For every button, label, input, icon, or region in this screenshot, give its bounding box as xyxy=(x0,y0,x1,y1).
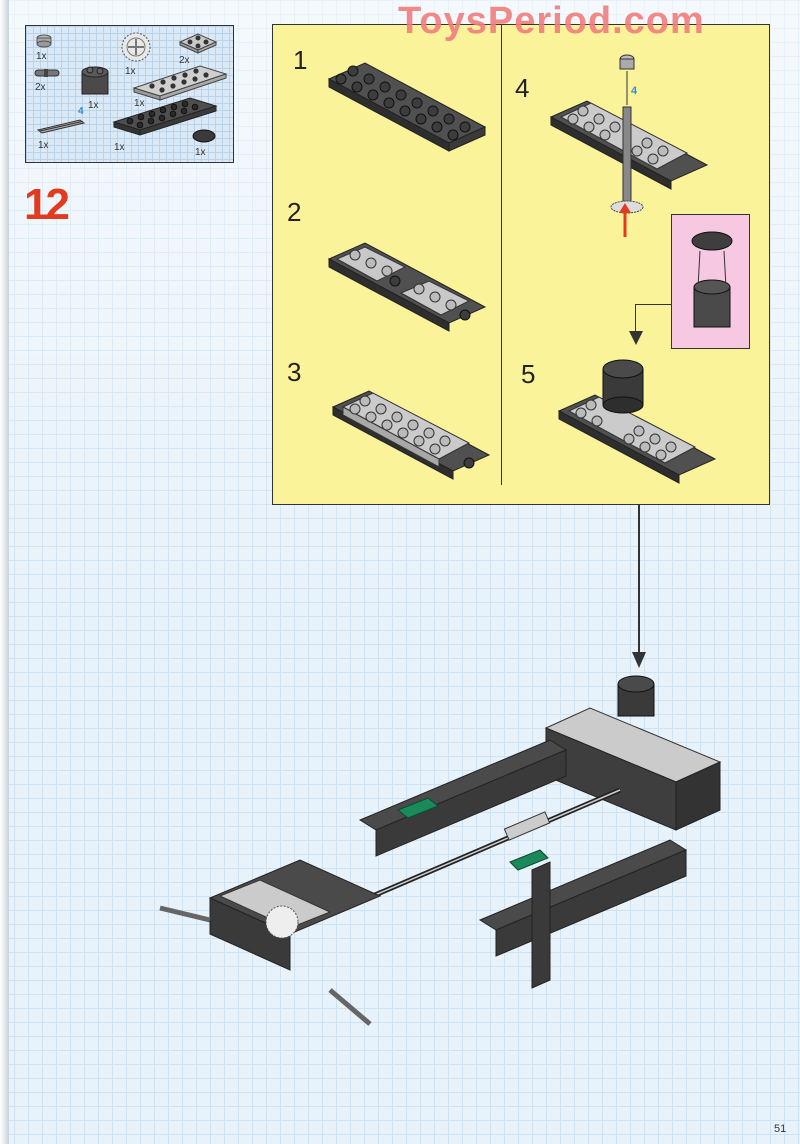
axle-length-label: 4 xyxy=(631,85,638,97)
substep-5-number: 5 xyxy=(521,359,536,389)
subassembly-panel: 1 2 3 4 4 5 xyxy=(272,24,770,505)
plate-2x6-light-icon xyxy=(132,65,228,101)
qty-peg: 2x xyxy=(35,82,46,93)
push-up-arrow-icon xyxy=(619,203,631,237)
plate-2x2-icon xyxy=(178,33,218,54)
chassis-model-illustration xyxy=(159,675,722,1026)
step-number: 12 xyxy=(24,180,70,229)
gear-icon xyxy=(121,32,151,62)
callout-connector-vertical xyxy=(635,304,636,334)
round-cap-icon xyxy=(192,129,216,143)
substep-4-assembly-icon xyxy=(549,54,709,214)
qty-plate-2x2: 2x xyxy=(179,55,190,66)
plate-2x8-dark-icon xyxy=(327,62,487,152)
callout-inset xyxy=(671,214,750,349)
page-number: 51 xyxy=(774,1123,787,1135)
watermark: ToysPeriod.com xyxy=(398,0,705,42)
substep-2-number: 2 xyxy=(287,197,302,227)
round-brick-icon xyxy=(81,66,109,95)
qty-plate-2x6: 1x xyxy=(134,98,145,109)
qty-gear: 1x xyxy=(125,66,136,77)
qty-round-cap: 1x xyxy=(195,147,206,158)
qty-bush: 1x xyxy=(36,51,47,62)
substep-2-assembly-icon xyxy=(327,242,487,332)
substep-4-number: 4 xyxy=(515,73,530,103)
qty-axle: 1x xyxy=(38,140,49,151)
qty-plate-2x8: 1x xyxy=(114,142,125,153)
round-brick-cap-icon xyxy=(691,231,733,328)
connector-peg-icon xyxy=(34,69,60,77)
assembly-arrow xyxy=(638,505,640,657)
plate-2x8-dark-icon xyxy=(112,97,218,136)
substep-3-assembly-icon xyxy=(331,390,491,480)
page-spine xyxy=(0,0,9,1144)
axle-icon xyxy=(36,119,86,134)
substep-3-number: 3 xyxy=(287,357,302,387)
panel-divider xyxy=(501,25,502,485)
down-arrow-icon xyxy=(629,331,643,345)
qty-round-brick: 1x xyxy=(88,100,99,111)
axle-length-label: 4 xyxy=(78,106,84,117)
substep-1-number: 1 xyxy=(293,45,308,75)
substep-5-assembly-icon xyxy=(557,359,717,484)
parts-list: 1x 2x 1x 1x 2x 1x 4 1x 1x 1x xyxy=(25,25,234,163)
bush-icon xyxy=(36,34,52,48)
down-arrow-icon xyxy=(632,652,646,668)
callout-connector xyxy=(635,304,671,305)
